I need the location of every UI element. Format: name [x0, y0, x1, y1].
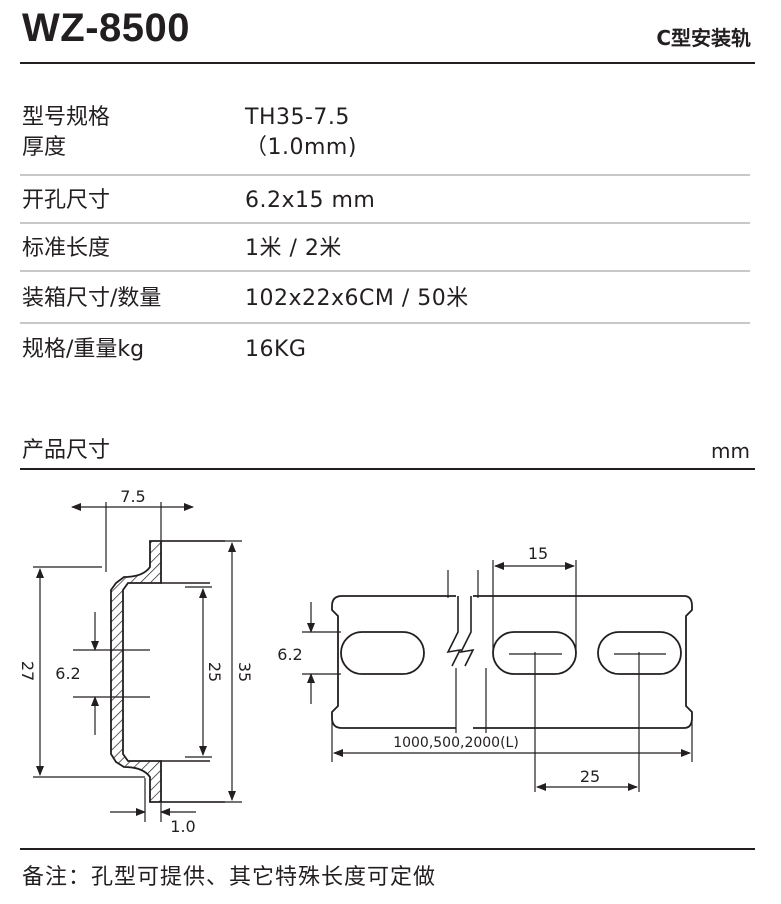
model-number: WZ-8500 — [22, 6, 190, 50]
spec-divider — [20, 222, 750, 224]
header-divider — [20, 62, 755, 64]
dim-slot-length: 15 — [528, 544, 548, 563]
spec-label-model: 型号规格 厚度 — [22, 105, 111, 160]
rail-plan-outline — [331, 595, 693, 729]
spec-value-length: 1米 / 2米 — [245, 236, 342, 261]
profile-view — [33, 502, 242, 822]
dim-slot-height: 6.2 — [55, 664, 80, 683]
spec-divider — [20, 270, 750, 272]
dim-plan-slot-height: 6.2 — [277, 645, 302, 664]
spec-value-hole: 6.2x15 mm — [245, 188, 376, 213]
spec-value-weight: 16KG — [245, 337, 307, 362]
spec-label-hole: 开孔尺寸 — [22, 188, 111, 213]
unit-label: mm — [711, 439, 750, 463]
slot — [340, 631, 425, 675]
footer-divider — [20, 848, 755, 850]
dim-top-width: 7.5 — [120, 487, 145, 506]
dim-height-outer: 27 — [18, 661, 37, 681]
spec-value-packing: 102x22x6CM / 50米 — [245, 286, 469, 311]
spec-divider — [20, 174, 750, 176]
dim-height-total: 35 — [235, 662, 254, 682]
spec-label-length: 标准长度 — [22, 236, 111, 261]
section-title: 产品尺寸 — [22, 438, 111, 463]
dim-length: 1000,500,2000(L) — [393, 735, 519, 751]
rail-profile-section — [110, 540, 162, 803]
spec-divider — [20, 322, 750, 324]
product-type: C型安装轨 — [656, 26, 751, 50]
footer-note: 备注：孔型可提供、其它特殊长度可定做 — [22, 865, 437, 890]
spec-label-packing: 装箱尺寸/数量 — [22, 286, 162, 311]
spec-label-weight: 规格/重量kg — [22, 337, 145, 362]
spec-value-model: TH35-7.5 （1.0mm) — [245, 105, 357, 160]
section-divider — [20, 468, 755, 470]
plan-view — [302, 560, 693, 792]
dim-pitch: 25 — [580, 767, 600, 786]
dim-height-inner: 25 — [205, 662, 224, 682]
dim-thickness: 1.0 — [170, 817, 195, 836]
